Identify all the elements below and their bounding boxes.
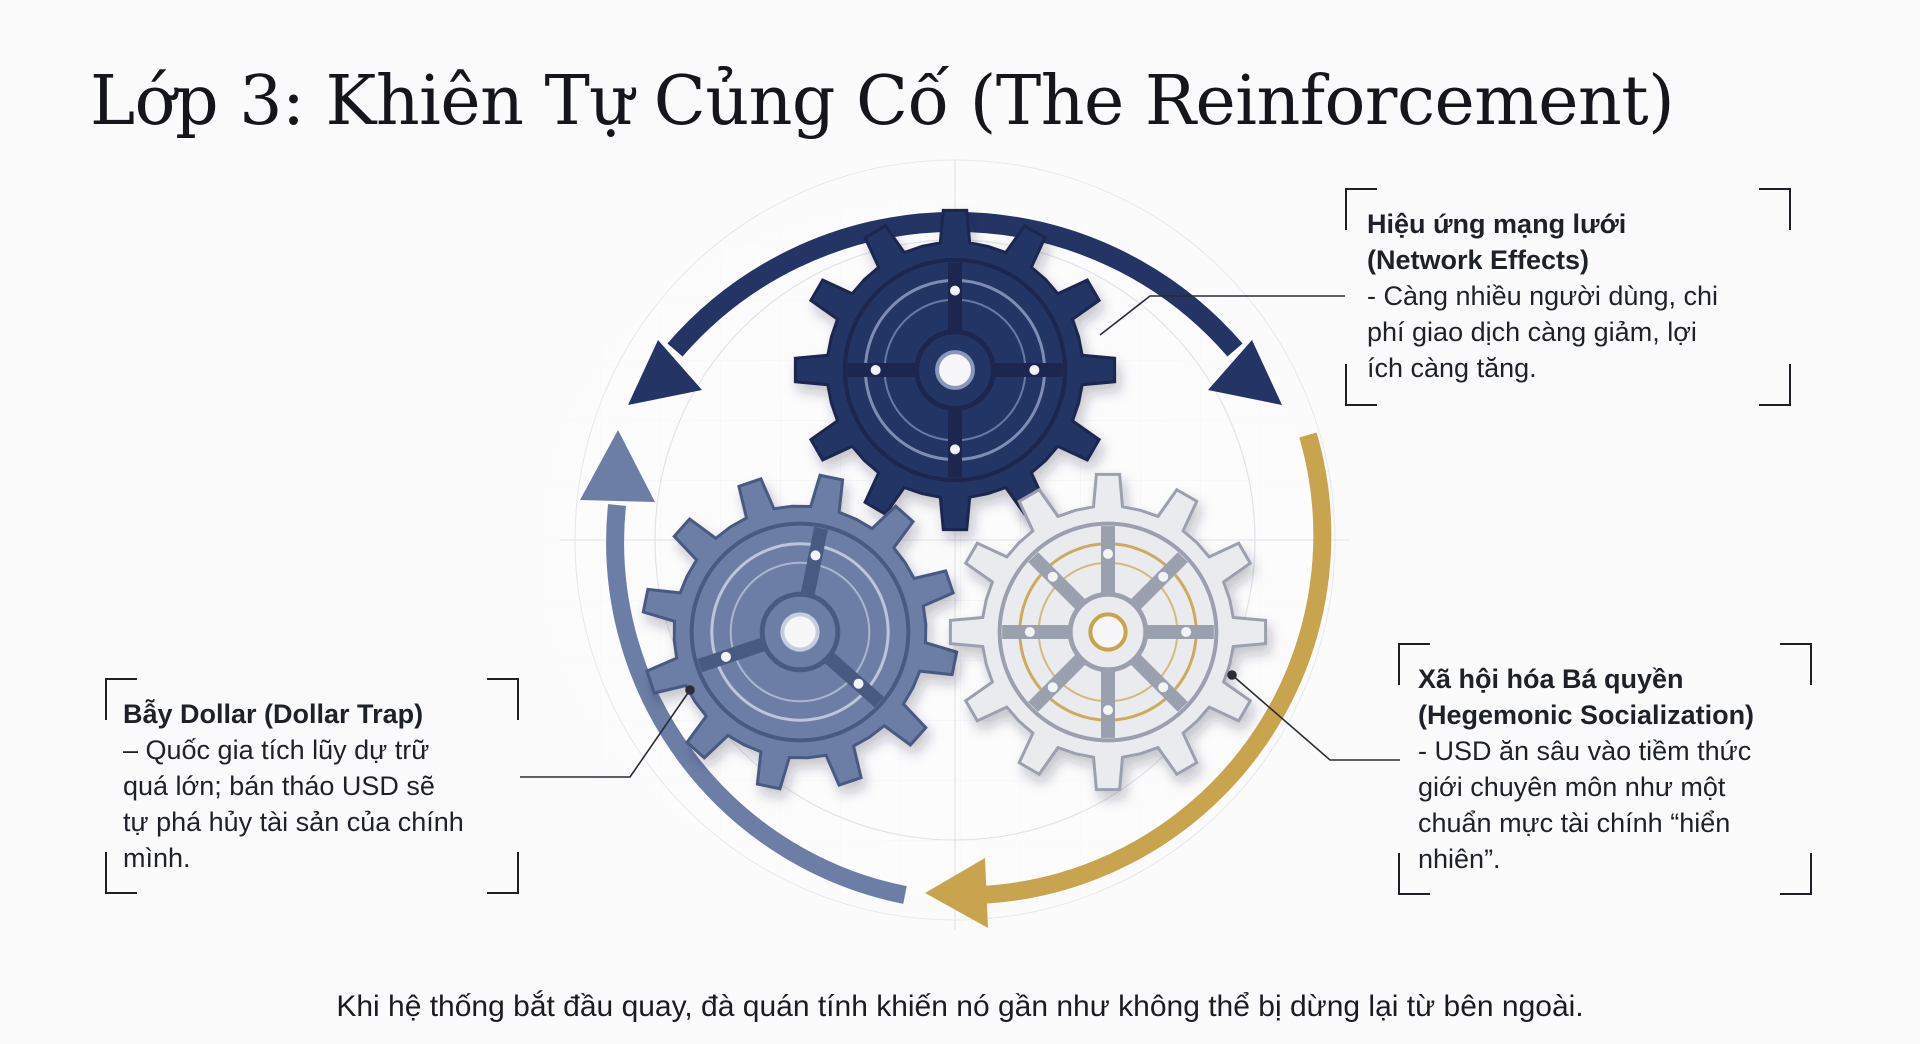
leader-line-dollar <box>520 689 691 778</box>
callout-body-line: tự phá hủy tài sản của chính <box>123 807 464 837</box>
callout-body-line: chuẩn mực tài chính “hiển <box>1418 808 1731 838</box>
gear-icon <box>948 472 1268 792</box>
callout-heading: Xã hội hóa Bá quyền <box>1418 664 1684 694</box>
bracket-corner <box>1759 188 1791 230</box>
callout-body-line: giới chuyên môn như một <box>1418 772 1726 802</box>
callout-heading: Bẫy Dollar (Dollar Trap) <box>123 699 424 729</box>
leader-lines <box>520 295 1400 778</box>
gear-icon <box>641 473 959 791</box>
bracket-corner <box>105 852 137 894</box>
bracket-corner <box>1345 364 1377 406</box>
bracket-corner <box>1780 853 1812 895</box>
cycle-arrow-icon <box>580 430 655 502</box>
leader-dot <box>685 685 695 695</box>
gears <box>641 208 1268 792</box>
cycle-arrows <box>580 211 1332 928</box>
cycle-arrow-icon <box>925 858 988 928</box>
callout-hegemonic-socialization: Xã hội hóa Bá quyền (Hegemonic Socializa… <box>1398 643 1812 895</box>
gear-icon <box>793 208 1117 532</box>
bracket-corner <box>1780 643 1812 685</box>
bracket-corner <box>487 678 519 720</box>
gear-top-navy <box>793 208 1117 532</box>
page-title: Lớp 3: Khiên Tự Củng Cố (The Reinforceme… <box>90 62 1675 141</box>
callout-body-line: ích càng tăng. <box>1367 353 1537 383</box>
cycle-arrow-icon <box>1208 340 1282 405</box>
cycle-arrow-icon <box>606 504 907 904</box>
bracket-corner <box>1398 643 1430 685</box>
callout-heading: (Network Effects) <box>1367 245 1590 275</box>
callout-body-line: quá lớn; bán tháo USD sẽ <box>123 771 435 801</box>
callout-body-line: - Càng nhiều người dùng, chi <box>1367 281 1718 311</box>
gear-left-steel <box>641 473 959 791</box>
gear-right-gold <box>948 472 1268 792</box>
callout-heading: (Hegemonic Socialization) <box>1418 700 1755 730</box>
leader-line-hegemonic <box>1231 674 1400 761</box>
leader-line-network <box>1099 295 1345 336</box>
bracket-corner <box>487 852 519 894</box>
callout-network-effects: Hiệu ứng mạng lưới (Network Effects) - C… <box>1345 188 1791 406</box>
bracket-corner <box>1345 188 1377 230</box>
bracket-corner <box>105 678 137 720</box>
bracket-corner <box>1759 364 1791 406</box>
callout-body-line: mình. <box>123 843 191 873</box>
callout-body-line: – Quốc gia tích lũy dự trữ <box>123 735 430 765</box>
cycle-arrow-icon <box>628 340 702 405</box>
callout-dollar-trap: Bẫy Dollar (Dollar Trap) – Quốc gia tích… <box>105 678 519 894</box>
callout-body-line: nhiên”. <box>1418 844 1501 874</box>
callout-body-line: phí giao dịch càng giảm, lợi <box>1367 317 1697 347</box>
callout-heading: Hiệu ứng mạng lưới <box>1367 209 1627 239</box>
cycle-arrow-icon <box>979 432 1332 904</box>
slide-caption: Khi hệ thống bắt đầu quay, đà quán tính … <box>336 990 1584 1023</box>
callout-body-line: - USD ăn sâu vào tiềm thức <box>1418 736 1752 766</box>
leader-dot <box>1227 670 1237 680</box>
bracket-corner <box>1398 853 1430 895</box>
